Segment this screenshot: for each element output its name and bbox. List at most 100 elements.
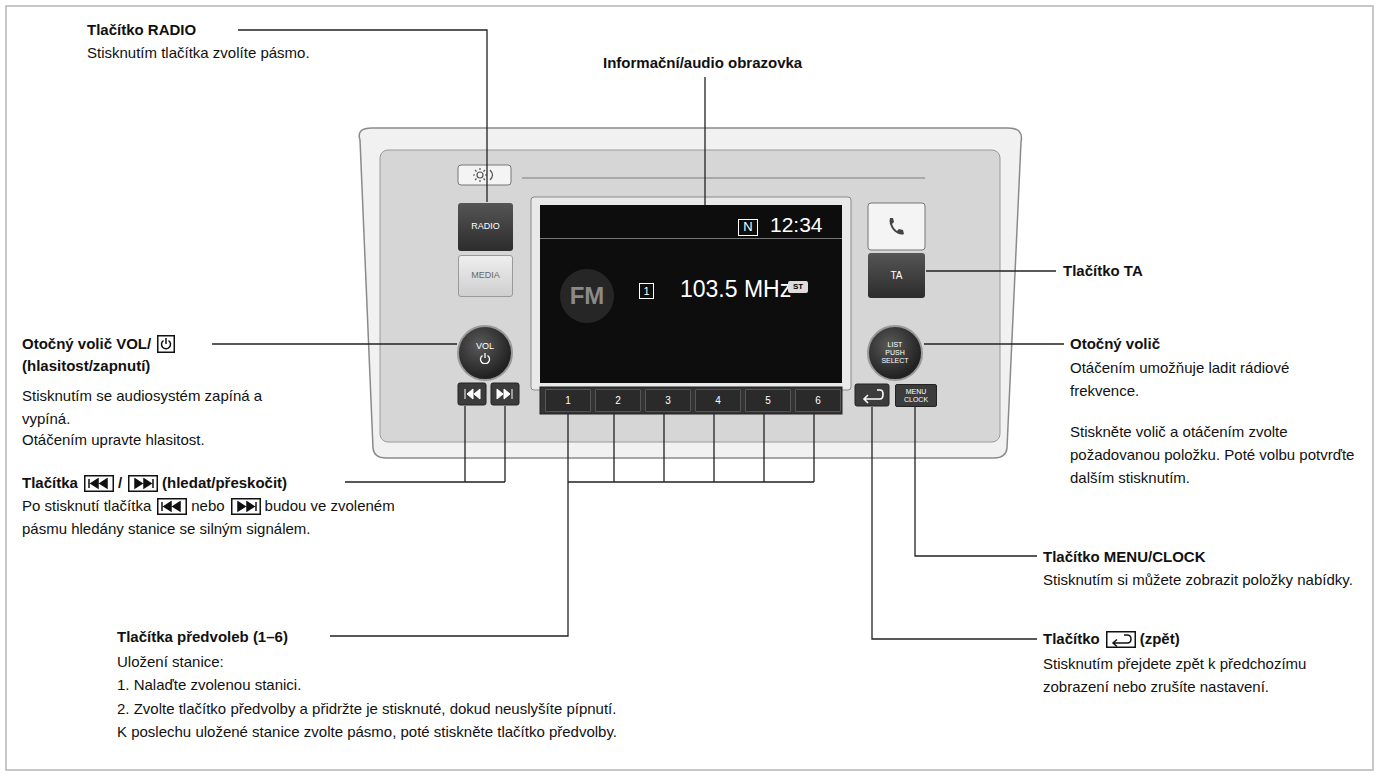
callout-heading: Otočný volič: [1070, 332, 1160, 355]
callout-text: Tlačítko: [1043, 630, 1100, 647]
callout-text: 1. Nalaďte zvolenou stanici.: [117, 676, 301, 693]
preset-strip: [540, 387, 842, 414]
button-label: 5: [765, 395, 771, 406]
callout-text: (hledat/přeskočit): [162, 474, 287, 491]
callout-text: Otočný volič: [1070, 335, 1160, 352]
radio-button: RADIO: [458, 203, 513, 251]
power-icon: [479, 352, 491, 364]
callout-text: Stisknutím tlačítka zvolíte pásmo.: [87, 41, 310, 64]
callout-text: (hlasitost/zapnutí): [22, 357, 150, 374]
leader-line: [704, 77, 705, 205]
callout-text: Stisknutím přejdete zpět k předchozímu z…: [1043, 652, 1323, 698]
callout-text: Otáčením upravte hlasitost.: [22, 428, 205, 451]
button-label: 4: [715, 395, 721, 406]
callout-text: Stisknutím si můžete zobrazit položky na…: [1043, 571, 1353, 588]
seek-forward-icon: [497, 389, 512, 399]
callout-text: Stisknutím se audiosystém zapíná a vypín…: [22, 384, 274, 430]
button-label: 1: [643, 285, 649, 297]
icon-frame: [158, 336, 175, 353]
seek-back-button: [458, 383, 486, 405]
preset-button: 2: [595, 389, 641, 412]
callout-heading: Otočný volič VOL/: [22, 332, 179, 355]
mode-indicator: N: [738, 219, 758, 236]
icon-frame: [85, 475, 114, 491]
leader-line: [872, 407, 1037, 639]
icon-frame: [1106, 631, 1135, 647]
callout-text: Otočný volič VOL/: [22, 335, 151, 352]
callout-text: Tlačítka předvoleb (1–6): [117, 628, 288, 645]
button-label: RADIO: [471, 222, 500, 232]
select-knob: LIST PUSH SELECT: [867, 325, 923, 381]
preset-button: 1: [545, 389, 591, 412]
seekb-icon: [157, 498, 187, 515]
callout-text: Tlačítko RADIO: [87, 21, 196, 38]
ta-button: TA: [868, 253, 925, 298]
preset-button: 4: [695, 389, 741, 412]
button-label: 12:34: [770, 213, 823, 236]
back-glyph: [1113, 635, 1131, 647]
seekf-icon: [231, 498, 261, 515]
callout-text: Stisknutím se audiosystém zapíná a vypín…: [22, 387, 262, 427]
leader-line: [926, 270, 1056, 271]
stereo-badge: ST: [788, 281, 808, 293]
icon-frame: [158, 498, 187, 514]
info-screen: 12:34103.5 MHzFMN1ST: [540, 205, 842, 383]
seek-back-icon: [465, 389, 480, 399]
button-label: 6: [815, 395, 821, 406]
brightness-icon: [473, 168, 493, 182]
callout-text: K poslechu uložené stanice zvolte pásmo,…: [117, 720, 617, 743]
callout-text: Tlačítka: [22, 474, 78, 491]
button-label: LIST PUSH SELECT: [880, 341, 910, 364]
callout-text: Stiskněte volič a otáčením zvolte požado…: [1070, 420, 1362, 489]
leader-line: [915, 407, 1037, 556]
leader-line: [330, 414, 814, 636]
callout-text: /: [118, 474, 122, 491]
seekb-icon: [84, 475, 114, 492]
seekf-glyph: [238, 502, 256, 511]
icon-frame: [231, 498, 260, 514]
button-label: TA: [890, 270, 902, 281]
callout-text: K poslechu uložené stanice zvolte pásmo,…: [117, 723, 617, 740]
seekf-glyph: [135, 479, 153, 488]
bezel: [359, 128, 1021, 458]
button-label: MENU CLOCK: [901, 388, 931, 403]
callout-text: 2. Zvolte tlačítko předvolby a přidržte …: [117, 697, 616, 720]
seekb-glyph: [162, 502, 180, 511]
seekb-glyph: [89, 479, 107, 488]
callout-heading: Tlačítko MENU/CLOCK: [1043, 545, 1368, 568]
callout-text: (zpět): [1140, 630, 1180, 647]
callout-text: Stisknutím přejdete zpět k předchozímu z…: [1043, 655, 1306, 695]
callout-text: Po stisknutí tlačítkanebobudou ve zvolen…: [22, 494, 412, 540]
callout-text: Stiskněte volič a otáčením zvolte požado…: [1070, 423, 1354, 486]
button-label: MEDIA: [471, 271, 500, 281]
callout-text: Tlačítko MENU/CLOCK: [1043, 548, 1206, 565]
status-bar-line: [540, 238, 842, 239]
preset-button: 3: [645, 389, 691, 412]
callout-text: Otáčením umožňuje ladit rádiové frekvenc…: [1070, 359, 1289, 399]
callout-text: Otáčením umožňuje ladit rádiové frekvenc…: [1070, 356, 1360, 402]
callout-heading: Tlačítko (zpět): [1043, 627, 1180, 650]
seek-forward-button: [491, 383, 519, 405]
frame: [6, 6, 1373, 770]
button-label: VOL: [476, 342, 494, 352]
callout-text: 1. Nalaďte zvolenou stanici.: [117, 673, 301, 696]
button-label: ST: [793, 283, 803, 292]
power-icon: [481, 353, 490, 364]
back-button: [855, 384, 889, 406]
callout-heading: Tlačítka / (hledat/přeskočit): [22, 471, 287, 494]
leader-line: [924, 343, 1064, 344]
preset-button: 6: [795, 389, 841, 412]
display-button: [458, 165, 511, 185]
menu-clock-button: MENU CLOCK: [895, 384, 937, 407]
button-label: 2: [615, 395, 621, 406]
screen-bezel: [531, 197, 851, 390]
callout-text: Otáčením upravte hlasitost.: [22, 431, 205, 448]
phone-icon: [890, 218, 905, 235]
media-button: MEDIA: [458, 255, 513, 297]
pow-icon: [157, 335, 175, 353]
button-label: N: [743, 220, 752, 234]
callout-text: Uložení stanice:: [117, 653, 224, 670]
back-icon: [1106, 631, 1136, 648]
icon-frame: [129, 475, 158, 491]
